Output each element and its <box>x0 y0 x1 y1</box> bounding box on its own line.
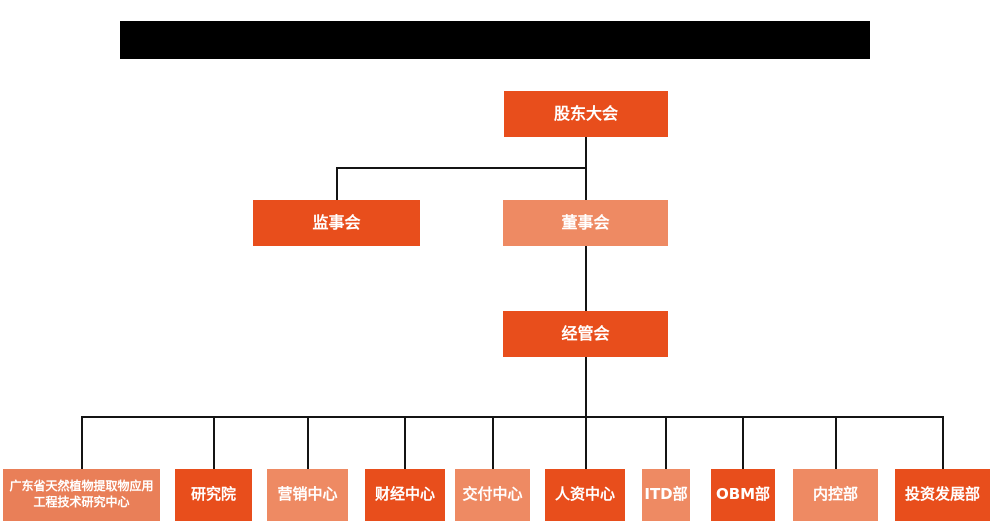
org-node-delivery-center: 交付中心 <box>455 469 530 521</box>
org-node-label: 财经中心 <box>374 485 435 504</box>
org-node-management-committee: 经管会 <box>503 311 668 357</box>
org-node-label: 董事会 <box>561 212 610 232</box>
org-node-label: 股东大会 <box>553 103 618 123</box>
org-node-internal-control-department: 内控部 <box>793 469 878 521</box>
org-node-hr-center: 人资中心 <box>545 469 625 521</box>
org-node-obm-department: OBM部 <box>711 469 775 521</box>
org-node-label: 经管会 <box>561 323 610 343</box>
org-node-label: 交付中心 <box>462 485 523 504</box>
org-node-investment-development-department: 投资发展部 <box>895 469 990 521</box>
org-node-label: 广东省天然植物提取物应用工程技术研究中心 <box>9 479 154 509</box>
org-node-shareholders-meeting: 股东大会 <box>504 91 668 137</box>
org-node-label: 营销中心 <box>277 485 338 504</box>
org-node-label: 监事会 <box>312 212 361 232</box>
org-node-label: 投资发展部 <box>904 485 980 504</box>
org-node-label: ITD部 <box>644 485 688 504</box>
org-node-label: 研究院 <box>190 485 236 504</box>
org-node-itd-department: ITD部 <box>642 469 690 521</box>
org-node-label: 内控部 <box>812 485 858 504</box>
org-node-label: OBM部 <box>715 485 771 504</box>
org-node-board-of-directors: 董事会 <box>503 200 668 246</box>
org-node-marketing-center: 营销中心 <box>267 469 348 521</box>
org-node-finance-center: 财经中心 <box>365 469 445 521</box>
org-node-label: 人资中心 <box>554 485 615 504</box>
redacted-title-bar <box>120 21 870 59</box>
org-node-research-institute: 研究院 <box>175 469 252 521</box>
org-node-supervisory-board: 监事会 <box>253 200 420 246</box>
org-node-guangdong-research-center: 广东省天然植物提取物应用工程技术研究中心 <box>3 469 160 521</box>
